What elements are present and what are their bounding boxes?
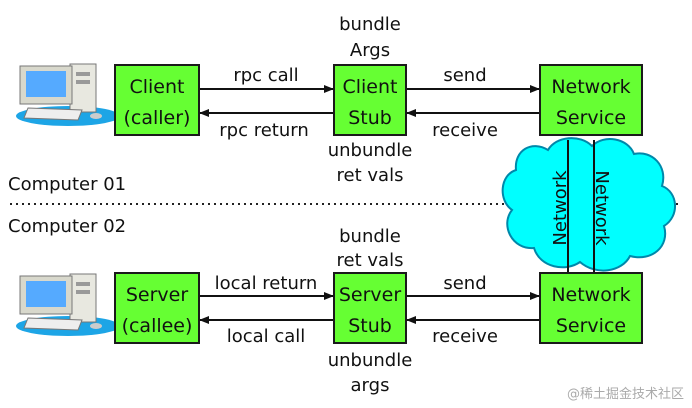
- client-box: Client (caller): [114, 64, 200, 136]
- label-computer-01: Computer 01: [8, 174, 126, 195]
- label-local-call: local call: [227, 326, 306, 347]
- client-stub-line1: Client: [342, 76, 397, 98]
- label-computer-02: Computer 02: [8, 216, 126, 237]
- server-stub-box: Server Stub: [333, 272, 407, 344]
- server-box: Server (callee): [114, 272, 200, 344]
- label-receive-top: receive: [432, 120, 498, 141]
- client-stub-above-line1: bundle: [339, 14, 401, 35]
- network-label-right: Network: [591, 170, 612, 246]
- computer-icon: [16, 273, 120, 336]
- client-stub-below-line1: unbundle: [328, 140, 413, 161]
- label-send-bottom: send: [443, 273, 486, 294]
- server-stub-below-line2: args: [351, 375, 390, 396]
- server-box-line1: Server: [126, 284, 188, 306]
- client-box-line2: (caller): [124, 107, 191, 129]
- network-service-box-top: Network Service: [539, 64, 643, 136]
- watermark: @稀土掘金技术社区: [567, 386, 684, 402]
- client-stub-above-line2: Args: [350, 40, 390, 61]
- network-service-top-line2: Service: [556, 107, 626, 129]
- client-stub-below-line2: ret vals: [337, 165, 404, 186]
- server-stub-line1: Server: [339, 284, 401, 306]
- network-label-left: Network: [550, 170, 571, 246]
- server-stub-below-line1: unbundle: [328, 350, 413, 371]
- label-local-return: local return: [215, 273, 318, 294]
- client-box-line1: Client: [129, 76, 184, 98]
- client-stub-box: Client Stub: [333, 64, 407, 136]
- label-rpc-return: rpc return: [219, 120, 308, 141]
- network-service-bottom-line1: Network: [551, 284, 630, 306]
- server-box-line2: (callee): [122, 315, 193, 337]
- server-stub-line2: Stub: [348, 315, 392, 337]
- network-service-bottom-line2: Service: [556, 315, 626, 337]
- cloud-shape: [501, 137, 676, 272]
- network-service-box-bottom: Network Service: [539, 272, 643, 344]
- server-stub-above-line1: bundle: [339, 226, 401, 247]
- network-cloud: Network Network: [501, 137, 676, 275]
- client-stub-line2: Stub: [348, 107, 392, 129]
- computer-icon: [16, 63, 120, 126]
- label-receive-bottom: receive: [432, 326, 498, 347]
- label-rpc-call: rpc call: [233, 65, 298, 86]
- label-send-top: send: [443, 65, 486, 86]
- server-stub-above-line2: ret vals: [337, 250, 404, 271]
- network-service-top-line1: Network: [551, 76, 630, 98]
